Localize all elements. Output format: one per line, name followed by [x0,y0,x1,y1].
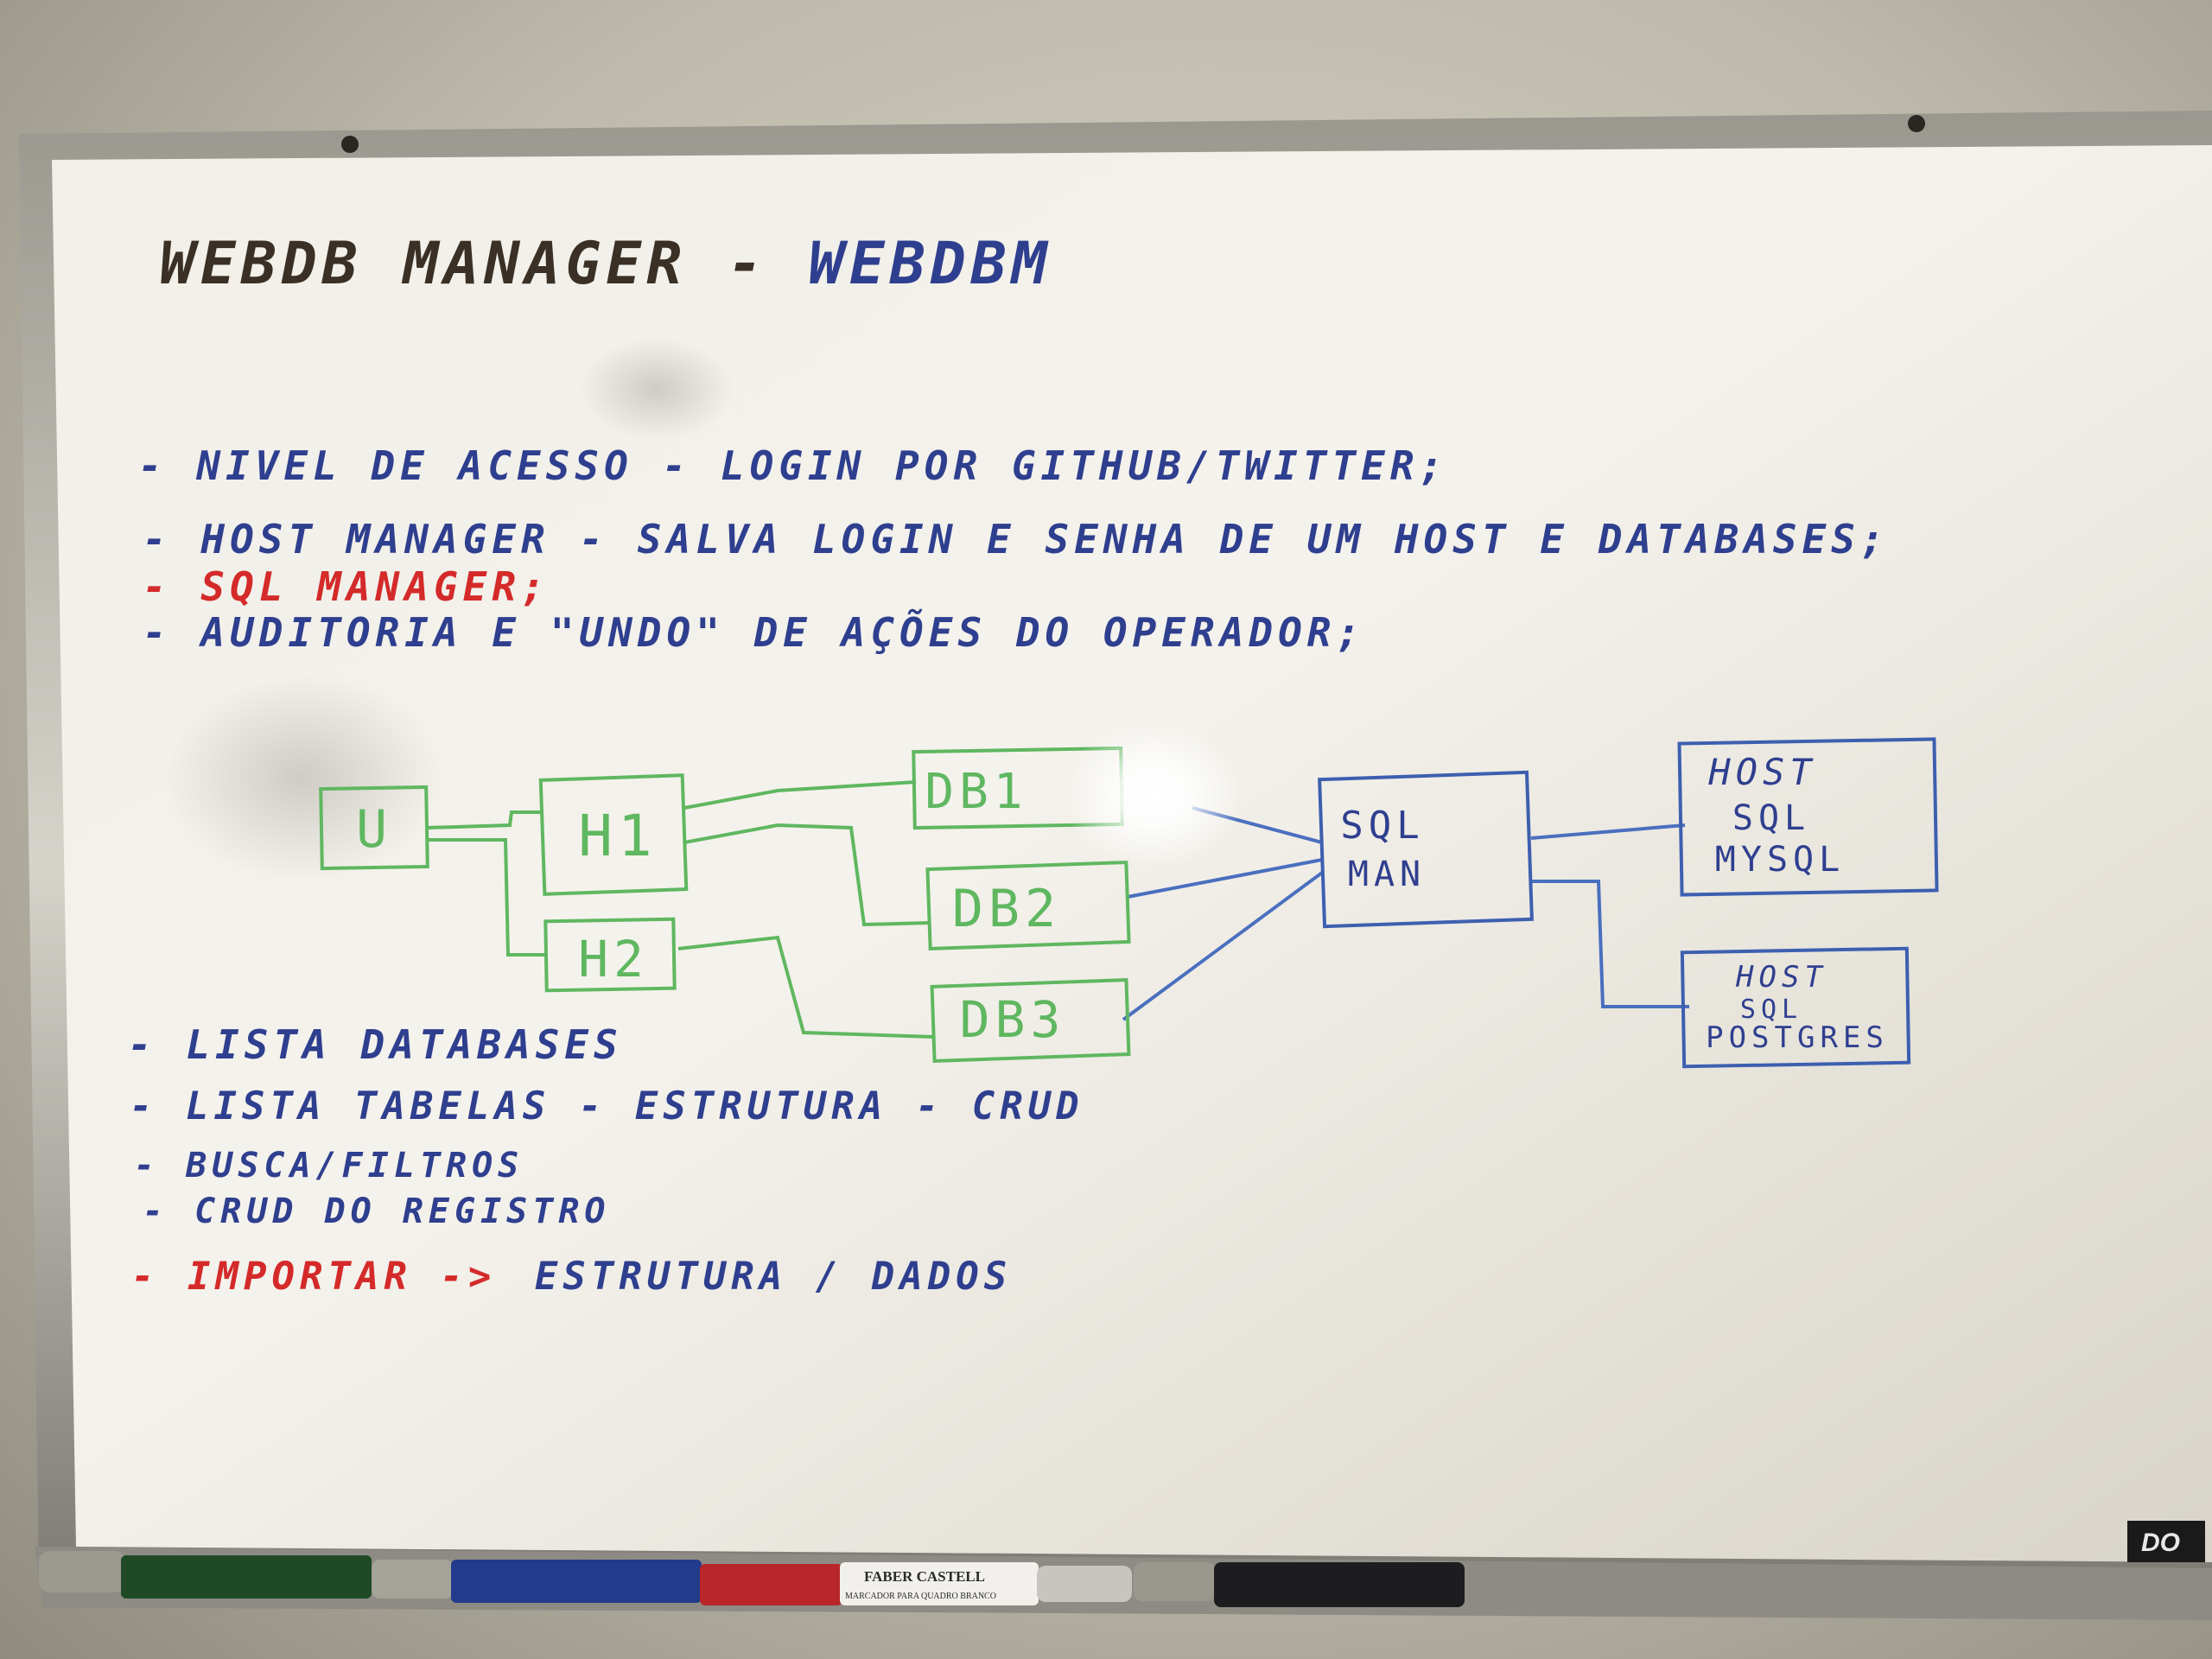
task-item: - LISTA TABELAS - ESTRUTURA - CRUD [130,1084,1084,1128]
board-logo-sticker [2127,1521,2205,1562]
db2-node: DB2 [925,860,1131,951]
marker-blue [451,1560,702,1603]
green-connectors [427,780,934,1039]
host-mysql-node: HOST SQL MYSQL [1677,737,1939,897]
sql-manager-node: SQL MAN [1318,770,1534,929]
frame-screw [341,136,359,153]
host2-node: H2 [543,917,677,993]
db3-node: DB3 [930,978,1131,1063]
import-task-blue: ESTRUTURA / DADOS [535,1255,1012,1299]
board-title: WEBDB MANAGER - WEBDBM [160,230,1052,298]
flash-glare [1063,721,1244,868]
import-task-red: - IMPORTAR -> [131,1255,496,1299]
title-black: WEBDB MANAGER - [160,230,809,298]
host-postgres-line3: POSTGRES [1706,1020,1889,1055]
marker-sub-label: MARCADOR PARA QUADRO BRANCO [845,1592,996,1601]
smudge-mark [579,337,734,441]
host-mysql-line2: SQL [1732,798,1810,838]
host-mysql-line3: MYSQL [1715,840,1845,880]
feature-item-highlight: - SQL MANAGER; [143,563,550,610]
user-node: U [319,785,429,871]
task-item: - LISTA DATABASES [128,1021,623,1068]
board-logo: DO [2141,1529,2180,1557]
marker-black [1134,1562,1465,1607]
host-mysql-line1: HOST [1707,751,1816,793]
feature-item: - AUDITORIA E "UNDO" DE AÇÕES DO OPERADO… [143,608,1365,656]
host1-node-label: H1 [578,803,657,869]
task-item: - BUSCA/FILTROS [134,1146,524,1185]
task-item: - CRUD DO REGISTRO [143,1192,610,1231]
import-task: - IMPORTAR -> ESTRUTURA / DADOS [131,1255,1012,1299]
marker-brand-label: FABER CASTELL [864,1568,985,1585]
marker-red [700,1564,842,1605]
user-node-label: U [356,799,392,860]
db3-node-label: DB3 [960,990,1066,1049]
host-postgres-node: HOST SQL POSTGRES [1680,946,1911,1069]
feature-item: - NIVEL DE ACESSO - LOGIN POR GITHUB/TWI… [138,442,1448,489]
sql-manager-line2: MAN [1348,855,1426,894]
smudge-mark [164,674,441,881]
host1-node: H1 [538,773,689,896]
frame-screw [1908,115,1925,132]
marker-faber-castell: FABER CASTELL MARCADOR PARA QUADRO BRANC… [840,1562,1132,1605]
sql-manager-line1: SQL [1340,804,1424,848]
db1-node-label: DB1 [925,764,1027,820]
db2-node-label: DB2 [952,879,1061,939]
feature-item: - HOST MANAGER - SALVA LOGIN E SENHA DE … [143,516,1890,563]
host-postgres-line1: HOST [1735,960,1827,995]
title-blue: WEBDBM [809,230,1052,298]
host-postgres-line2: SQL [1740,995,1802,1025]
marker-green [39,1551,454,1599]
host2-node-label: H2 [578,930,649,988]
